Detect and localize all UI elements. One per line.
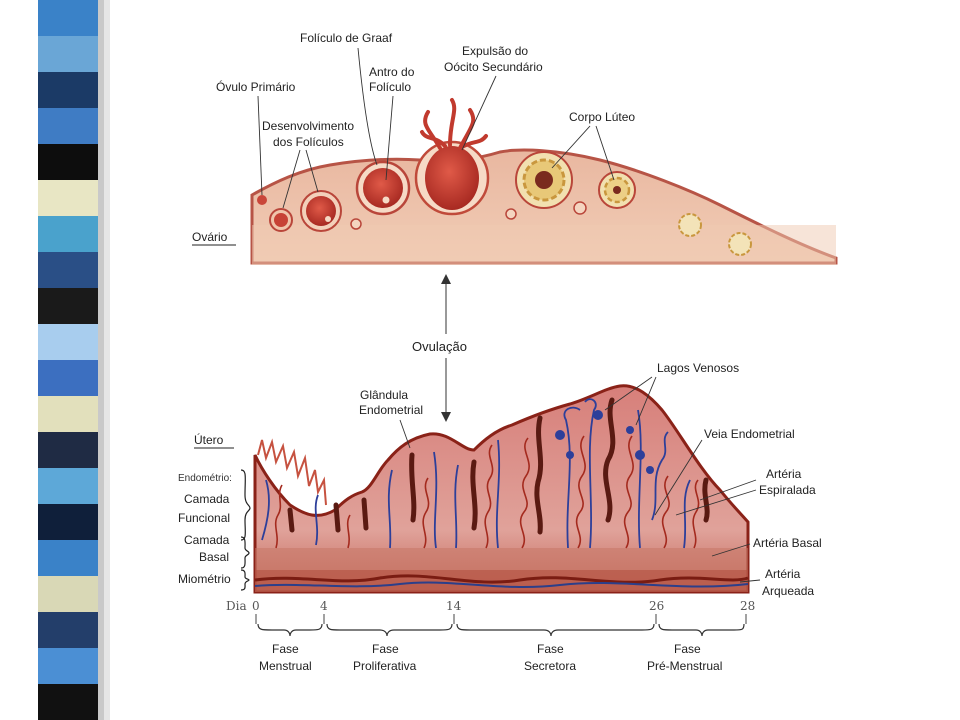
label-foliculo-graaf: Folículo de Graaf (300, 31, 393, 45)
corpus-albicans-2 (728, 232, 752, 256)
arcuate-artery (254, 574, 749, 584)
corpus-albicans-1 (678, 213, 702, 237)
strip-block (38, 324, 98, 361)
strip-block (38, 648, 98, 685)
layer-camada-basal-2: Basal (199, 550, 229, 564)
strip-block (38, 396, 98, 433)
phase-menstrual-line1: Fase (272, 642, 299, 656)
strip-block (38, 0, 98, 37)
strip-block (38, 180, 98, 217)
endometrial-glands (287, 397, 710, 535)
day-4: 4 (320, 599, 328, 613)
strip-block (38, 252, 98, 289)
label-arteria-espiralada-2: Espiralada (759, 483, 816, 497)
brace-proliferativa (326, 623, 453, 637)
arcuate-vein (254, 581, 749, 588)
strip-block (38, 288, 98, 325)
label-arteria-arqueada-1: Artéria (765, 567, 801, 581)
label-lagos-venosos: Lagos Venosos (657, 361, 739, 375)
label-antro-2: Folículo (369, 80, 411, 94)
label-dia: Dia (226, 599, 247, 613)
graafian-follicle (355, 160, 411, 216)
endometrial-veins (261, 398, 691, 549)
decorative-color-strip (38, 0, 110, 720)
ovulating-follicle (414, 98, 490, 216)
label-veia-endometrial: Veia Endometrial (704, 427, 795, 441)
ovulation-connector: Ovulação (412, 274, 467, 422)
spiral-arteries (274, 435, 700, 549)
phase-secretora-line2: Secretora (524, 659, 576, 673)
brace-menstrual (257, 623, 323, 637)
strip-block (38, 72, 98, 109)
strip-block (38, 144, 98, 181)
phase-menstrual-line2: Menstrual (259, 659, 312, 673)
strip-block (38, 36, 98, 73)
strip-block (38, 468, 98, 505)
label-expulsao-1: Expulsão do (462, 44, 528, 58)
strip-block (38, 504, 98, 541)
layer-camada-funcional-1: Camada (184, 492, 230, 506)
label-desenvolvimento-1: Desenvolvimento (262, 119, 354, 133)
layer-endometrio: Endométrio: (178, 473, 232, 484)
day-0: 0 (252, 599, 260, 613)
ovary-section: Ovário Óvulo Primário Desenvolvimento do… (192, 31, 838, 265)
brace-secretora (456, 623, 655, 637)
uterus-title: Útero (194, 432, 224, 447)
corpus-luteum-small (598, 171, 636, 209)
venous-lakes (555, 410, 654, 474)
day-28: 28 (740, 599, 755, 613)
label-arteria-basal: Artéria Basal (753, 536, 822, 550)
corpus-luteum-large (515, 151, 573, 209)
phase-proliferativa-line2: Proliferativa (353, 659, 417, 673)
strip-block (38, 108, 98, 145)
phase-secretora-line1: Fase (537, 642, 564, 656)
phase-pre-menstrual-line2: Pré-Menstrual (647, 659, 722, 673)
layer-miometrio: Miométrio (178, 572, 231, 586)
label-arteria-espiralada-1: Artéria (766, 467, 802, 481)
layer-camada-basal-1: Camada (184, 533, 230, 547)
ovary-title: Ovário (192, 230, 228, 244)
day-26: 26 (649, 599, 664, 613)
label-expulsao-2: Oócito Secundário (444, 60, 543, 74)
strip-block (38, 540, 98, 577)
label-ovulo-primario: Óvulo Primário (216, 79, 296, 94)
shedding-fringe (257, 438, 327, 506)
label-desenvolvimento-2: dos Folículos (273, 135, 344, 149)
label-arteria-arqueada-2: Arqueada (762, 584, 814, 598)
strip-block (38, 360, 98, 397)
phase-pre-menstrual-line1: Fase (674, 642, 701, 656)
uterus-section: Útero Endométrio: Camada Funcional Camad… (178, 361, 822, 598)
label-corpo-luteo: Corpo Lúteo (569, 110, 635, 124)
cycle-timeline: Dia 0 4 14 26 28 Fase Menstrual Fase Pro… (226, 599, 755, 673)
label-glandula-1: Glândula (360, 388, 408, 402)
developing-follicle-small (269, 208, 293, 232)
phase-proliferativa-line1: Fase (372, 642, 399, 656)
brace-pre-menstrual (658, 623, 745, 637)
layer-camada-funcional-2: Funcional (178, 511, 230, 525)
strip-shadow-light (104, 0, 110, 720)
day-14: 14 (446, 599, 462, 613)
basal-layer-band (255, 548, 748, 570)
developing-follicle-medium (300, 190, 342, 232)
strip-block (38, 684, 98, 720)
primary-ovule (257, 195, 267, 205)
strip-block (38, 216, 98, 253)
strip-block (38, 432, 98, 469)
strip-block (38, 576, 98, 613)
label-ovulacao: Ovulação (412, 339, 467, 354)
strip-block (38, 612, 98, 649)
label-glandula-2: Endometrial (359, 403, 423, 417)
label-antro-1: Antro do (369, 65, 415, 79)
